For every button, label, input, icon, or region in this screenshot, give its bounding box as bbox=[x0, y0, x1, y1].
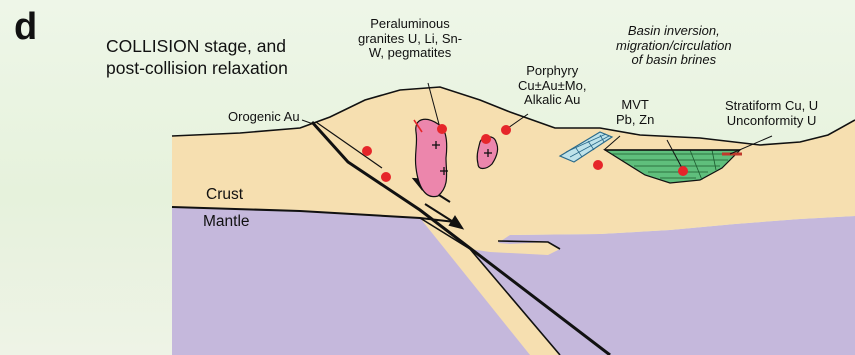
mantle-label: Mantle bbox=[203, 213, 250, 230]
granites-label-line: W, pegmatites bbox=[358, 46, 462, 61]
basin-label: Basin inversion, migration/circulation o… bbox=[616, 24, 732, 68]
deposit-dot bbox=[362, 146, 372, 156]
stratiform-label-line: Stratiform Cu, U bbox=[725, 99, 818, 114]
porphyry-label-line: Cu±Au±Mo, bbox=[518, 79, 586, 94]
stratiform-label: Stratiform Cu, U Unconformity U bbox=[725, 99, 818, 128]
granites-label-line: granites U, Li, Sn- bbox=[358, 32, 462, 47]
mvt-label: MVT Pb, Zn bbox=[616, 98, 654, 127]
porphyry-label-line: Alkalic Au bbox=[518, 93, 586, 108]
mvt-label-line: MVT bbox=[616, 98, 654, 113]
mvt-label-line: Pb, Zn bbox=[616, 113, 654, 128]
stage-title: COLLISION stage, and post-collision rela… bbox=[106, 36, 288, 80]
porphyry-label: Porphyry Cu±Au±Mo, Alkalic Au bbox=[518, 64, 586, 108]
basin-label-line: migration/circulation bbox=[616, 39, 732, 54]
panel-letter: d bbox=[14, 8, 37, 46]
basin-label-line: Basin inversion, bbox=[616, 24, 732, 39]
deposit-dot bbox=[437, 124, 447, 134]
deposit-dot bbox=[481, 134, 491, 144]
deposit-dot bbox=[381, 172, 391, 182]
deposit-dot bbox=[678, 166, 688, 176]
porphyry-label-line: Porphyry bbox=[518, 64, 586, 79]
deposit-dot bbox=[501, 125, 511, 135]
orogenic-au-label: Orogenic Au bbox=[228, 110, 300, 125]
granites-label: Peraluminous granites U, Li, Sn- W, pegm… bbox=[358, 17, 462, 61]
granites-label-line: Peraluminous bbox=[358, 17, 462, 32]
stratiform-label-line: Unconformity U bbox=[725, 114, 818, 129]
basin-label-line: of basin brines bbox=[616, 53, 732, 68]
stage-title-line: COLLISION stage, and bbox=[106, 36, 288, 58]
deposit-dot bbox=[593, 160, 603, 170]
stage-title-line: post-collision relaxation bbox=[106, 58, 288, 80]
crust-label: Crust bbox=[206, 186, 243, 203]
